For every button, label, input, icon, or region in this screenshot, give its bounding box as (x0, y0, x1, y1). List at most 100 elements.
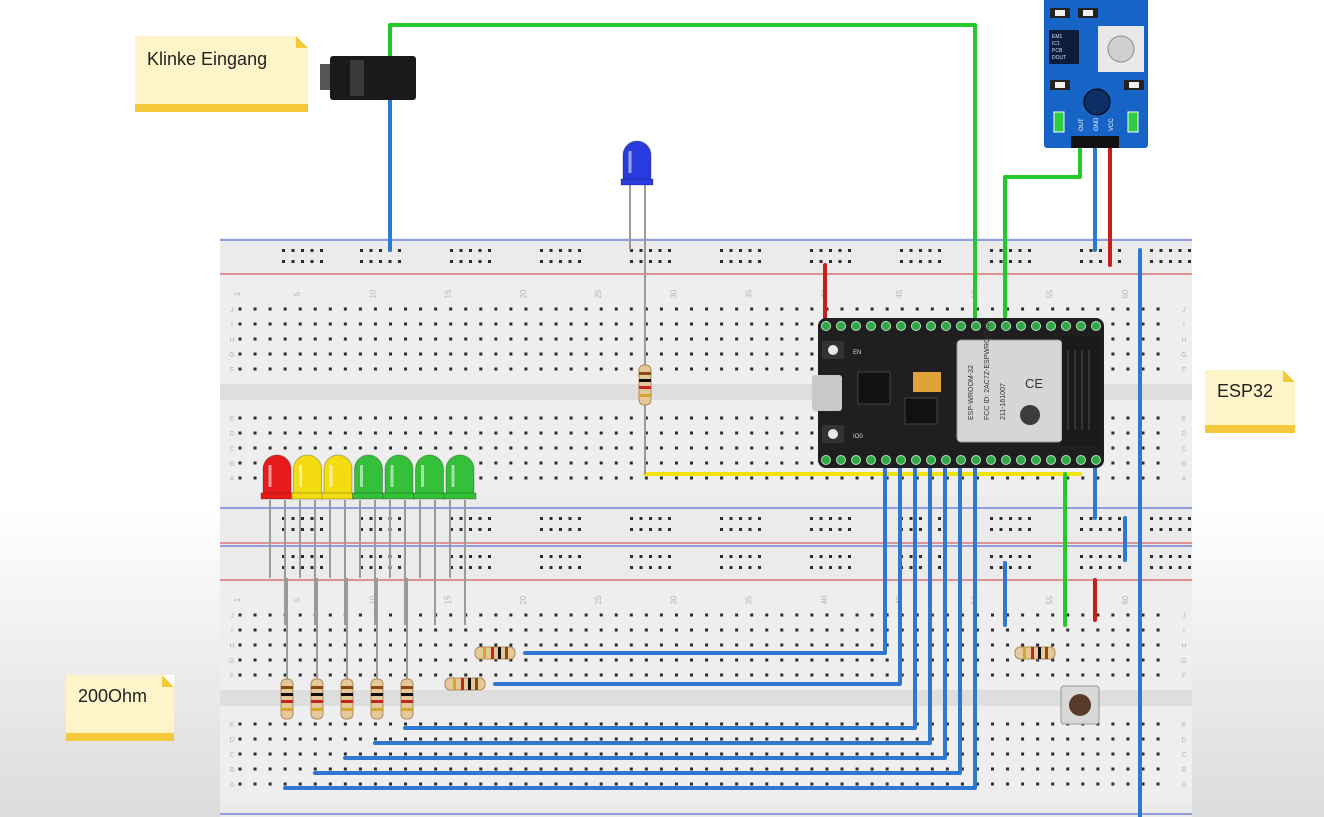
breadboard-bottom-hole (659, 643, 663, 647)
breadboard-bottom-row-label: J (230, 613, 234, 620)
breadboard-top-rail-hole (310, 249, 314, 252)
breadboard-bottom-rail-hole (1028, 566, 1031, 569)
breadboard-bottom-hole (419, 782, 423, 786)
breadboard-top-hole (945, 476, 949, 480)
breadboard-top-hole (358, 446, 362, 450)
breadboard-top-rail-hole (1159, 528, 1163, 531)
breadboard-bottom-hole (283, 658, 287, 662)
breadboard-bottom-hole (1036, 658, 1040, 662)
breadboard-bottom-rail-hole (729, 566, 733, 569)
breadboard-bottom-rail-hole (398, 566, 401, 569)
breadboard-top-rail-hole (748, 260, 752, 263)
breadboard-top-hole (238, 337, 242, 341)
breadboard-bottom-hole (885, 752, 889, 756)
breadboard-top-hole (614, 352, 618, 356)
breadboard-top-hole (855, 476, 859, 480)
breadboard-bottom-hole (479, 767, 483, 771)
breadboard-top-hole (584, 307, 588, 311)
resistor-led-6-band (483, 647, 486, 659)
breadboard-bottom-hole (674, 643, 678, 647)
breadboard-bottom-hole (1021, 752, 1025, 756)
breadboard-bottom-hole (494, 643, 498, 647)
breadboard-bottom-hole (930, 673, 934, 677)
breadboard-top-hole (449, 307, 453, 311)
breadboard-top-hole (659, 461, 663, 465)
breadboard-bottom-rail-hole (1169, 555, 1172, 558)
breadboard-bottom-hole (539, 752, 543, 756)
breadboard-bottom-hole (614, 673, 618, 677)
esp32-usb-chip (857, 371, 891, 405)
breadboard-bottom-hole (464, 628, 468, 632)
breadboard-bottom-rail-hole (1150, 566, 1153, 569)
breadboard-top-rail-hole (900, 260, 903, 263)
esp32-pin (896, 455, 906, 465)
breadboard-top-rail-hole (938, 260, 941, 263)
breadboard-bottom-hole (1126, 628, 1130, 632)
breadboard-bottom-hole (945, 658, 949, 662)
breadboard-bottom-hole (358, 782, 362, 786)
breadboard-top-rail-hole (369, 517, 373, 520)
breadboard-bottom-hole (930, 767, 934, 771)
esp32-module-text: ESP-WROOM-32 (968, 365, 975, 420)
breadboard-top-hole (629, 352, 633, 356)
breadboard-top-hole (238, 322, 242, 326)
resistor-led-1-band (281, 708, 293, 711)
breadboard-top-hole (720, 461, 724, 465)
note-resistor-text: 200Ohm (78, 686, 148, 706)
breadboard-bottom-rail-hole (649, 555, 652, 558)
breadboard-bottom-hole (810, 722, 814, 726)
breadboard-bottom-hole (599, 722, 603, 726)
breadboard-bottom-hole (509, 658, 513, 662)
breadboard-bottom-hole (720, 722, 724, 726)
breadboard-top-rail-hole (379, 517, 382, 520)
breadboard-bottom-rail-hole (282, 566, 285, 569)
breadboard-bottom-rail-hole (838, 566, 842, 569)
breadboard-bottom-hole (434, 752, 438, 756)
breadboard-bottom-hole (1066, 613, 1070, 617)
breadboard-top-hole (404, 307, 408, 311)
breadboard-bottom-hole (1156, 643, 1160, 647)
breadboard-bottom-hole (840, 658, 844, 662)
breadboard-bottom-hole (674, 628, 678, 632)
breadboard-top-hole (328, 322, 332, 326)
breadboard-bottom-rail-hole (540, 566, 543, 569)
resistor-led-1 (280, 678, 294, 720)
breadboard-top-rail-hole (1018, 249, 1022, 252)
breadboard-top-hole (810, 352, 814, 356)
breadboard-bottom-hole (524, 613, 528, 617)
esp32-en-label: EN (853, 350, 861, 356)
breadboard-bottom-hole (705, 752, 709, 756)
breadboard-top-rail-hole (1188, 517, 1191, 520)
breadboard-top-hole (705, 476, 709, 480)
breadboard-top-hole (479, 476, 483, 480)
esp32-en-button-cap (828, 345, 838, 355)
breadboard-bottom-hole (900, 722, 904, 726)
breadboard-bottom-hole (1051, 737, 1055, 741)
breadboard-bottom-hole (479, 628, 483, 632)
esp32-pin (1031, 321, 1041, 331)
breadboard-bottom-hole (735, 613, 739, 617)
breadboard-bottom-hole (253, 673, 257, 677)
breadboard-bottom-hole (825, 613, 829, 617)
led-1-body (262, 454, 292, 496)
breadboard-top-hole (690, 337, 693, 341)
breadboard-bottom-hole (900, 737, 904, 741)
breadboard-bottom-hole (855, 613, 859, 617)
breadboard-top-hole (1141, 461, 1145, 465)
breadboard-bottom-hole (915, 628, 919, 632)
breadboard-bottom-hole (298, 643, 302, 647)
breadboard-bottom-hole (1066, 658, 1070, 662)
breadboard-bottom-hole (419, 628, 423, 632)
breadboard-bottom-hole (705, 628, 709, 632)
sound-sensor-led (1127, 111, 1139, 133)
breadboard-bottom-rail-hole (1018, 566, 1022, 569)
breadboard-bottom-hole (554, 673, 558, 677)
breadboard-top-rail-hole (829, 249, 832, 252)
breadboard-top-hole (780, 307, 784, 311)
breadboard-bottom-hole (780, 767, 784, 771)
breadboard-bottom-rail-hole (1009, 555, 1012, 558)
breadboard-bottom-hole (1066, 628, 1070, 632)
breadboard-bottom-hole (735, 752, 739, 756)
breadboard-bottom-hole (930, 752, 934, 756)
breadboard-top-hole (690, 461, 693, 465)
